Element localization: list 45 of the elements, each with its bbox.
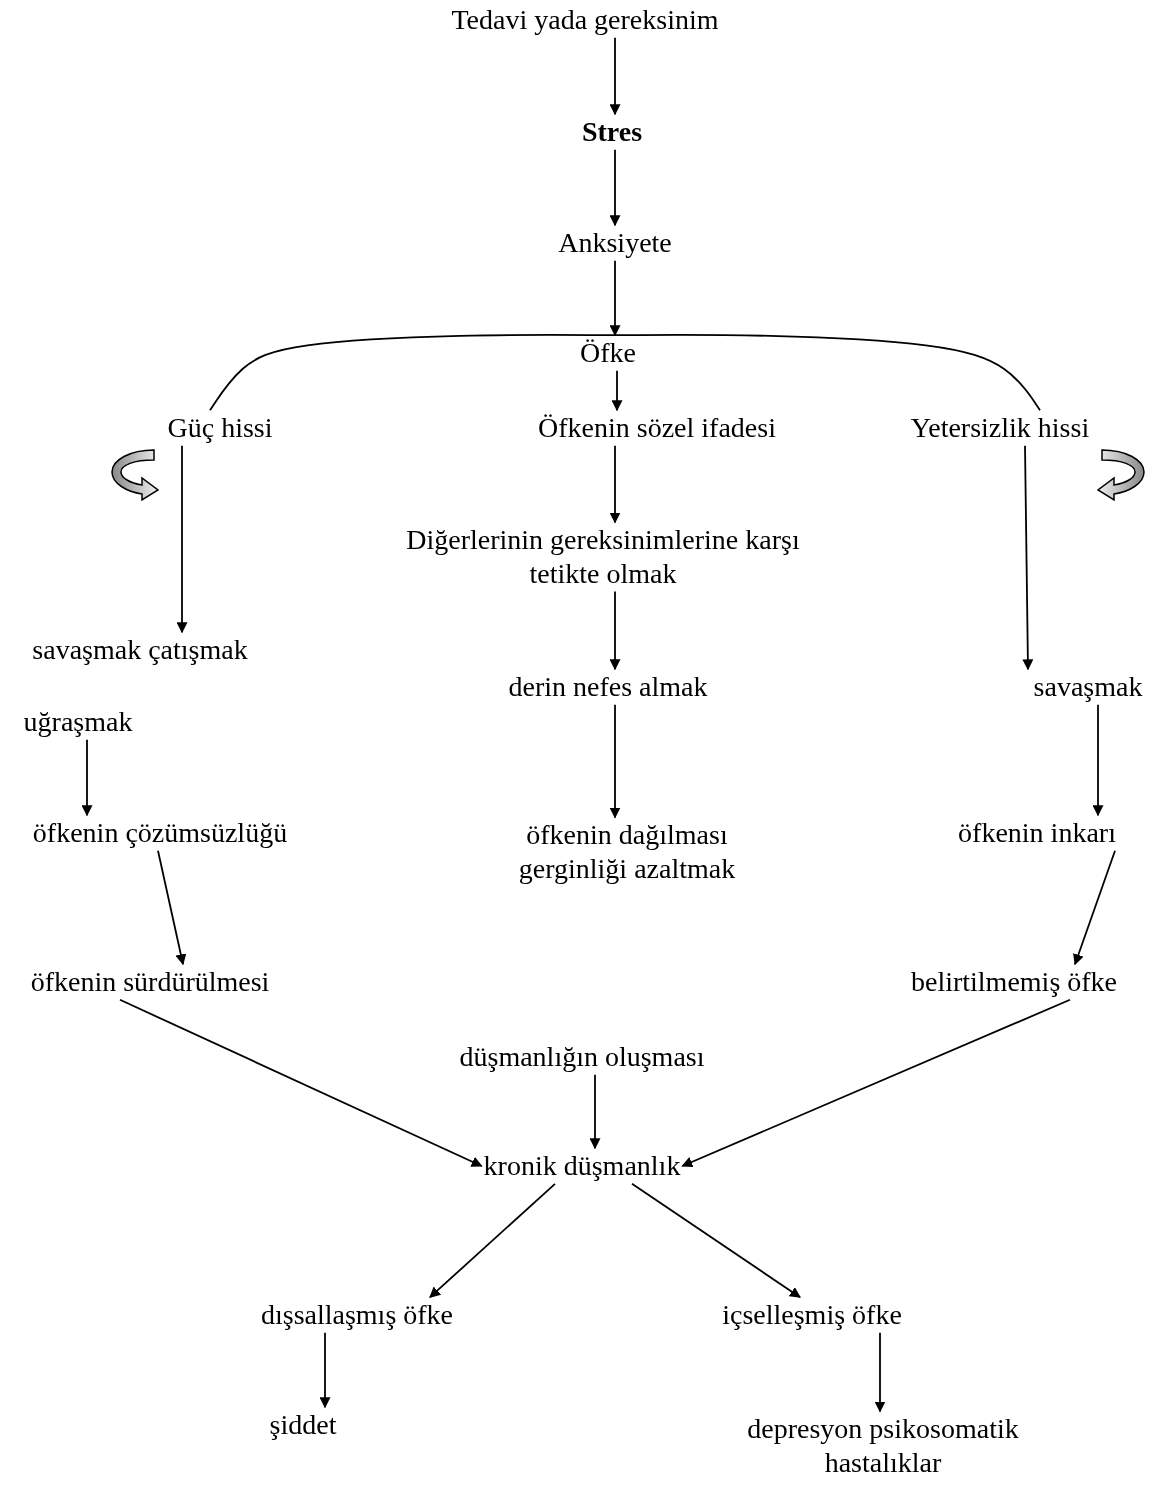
arrow xyxy=(631,1182,801,1299)
arrow xyxy=(609,148,621,227)
arrow xyxy=(609,259,621,337)
node-label: uğraşmak xyxy=(21,704,135,740)
node-label: derin nefes almak xyxy=(506,669,710,705)
arrow xyxy=(81,738,93,817)
arrow xyxy=(609,444,621,524)
curved-line xyxy=(614,333,1041,412)
node-label: Stres xyxy=(579,114,645,150)
arrow xyxy=(176,444,188,634)
node-label: Diğerlerinin gereksinimlerine karşı tetikte olmak xyxy=(401,522,805,592)
node-label: Güç hissi xyxy=(165,410,275,446)
node-label: belirtilmemiş öfke xyxy=(908,964,1120,1000)
arrow xyxy=(1092,703,1104,817)
node-label: Yetersizlik hissi xyxy=(908,410,1092,446)
node-label: öfkenin inkarı xyxy=(956,815,1118,851)
node-label: Tedavi yada gereksinim xyxy=(449,2,721,38)
arrow xyxy=(681,998,1071,1168)
arrow xyxy=(609,590,621,671)
node-label: öfkenin dağılması gerginliği azaltmak xyxy=(492,817,762,887)
arrow xyxy=(119,998,483,1167)
arrow xyxy=(1022,444,1034,671)
node-label: Öfke xyxy=(578,335,638,371)
arrow xyxy=(157,849,187,966)
node-label: düşmanlığın oluşması xyxy=(457,1039,707,1075)
node-label: kronik düşmanlık xyxy=(481,1148,683,1184)
node-label: savaşmak çatışmak xyxy=(30,632,250,668)
arrow xyxy=(609,703,621,819)
node-label: Anksiyete xyxy=(556,225,674,261)
node-label: içselleşmiş öfke xyxy=(720,1297,904,1333)
arrow xyxy=(319,1331,331,1409)
arrow xyxy=(429,1182,556,1299)
arrow xyxy=(1073,849,1116,966)
node-label: öfkenin çözümsüzlüğü xyxy=(30,815,290,851)
node-label: dışsallaşmış öfke xyxy=(258,1297,456,1333)
arrow xyxy=(609,36,621,116)
arrow xyxy=(611,369,623,412)
arrow xyxy=(589,1073,601,1150)
node-label: Öfkenin sözel ifadesi xyxy=(536,410,778,446)
node-label: depresyon psikosomatik hastalıklar xyxy=(716,1411,1050,1481)
node-label: şiddet xyxy=(267,1407,339,1443)
curved-line xyxy=(209,333,616,412)
arrow xyxy=(874,1331,886,1413)
node-label: savaşmak xyxy=(1031,669,1145,705)
node-label: öfkenin sürdürülmesi xyxy=(28,964,272,1000)
